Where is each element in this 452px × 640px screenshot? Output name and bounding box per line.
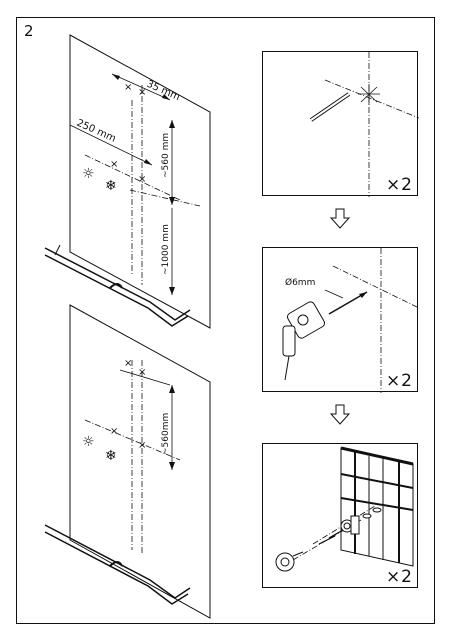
guide-horizontal xyxy=(84,154,181,201)
marking-illustration xyxy=(309,52,420,197)
mounting-illustration xyxy=(275,446,414,572)
svg-text:×: × xyxy=(110,426,118,437)
snowflake-icon: ❄ xyxy=(105,178,117,194)
step-number: 2 xyxy=(24,22,34,40)
svg-text:×: × xyxy=(138,440,146,451)
screw-icon xyxy=(318,529,344,545)
floor-trim xyxy=(44,247,191,321)
page-frame xyxy=(16,17,435,624)
mount-multiplier: ×2 xyxy=(385,567,413,587)
svg-text:×: × xyxy=(124,358,132,369)
wall-diagram-bottom: ~560mm × × × × ☼ ❄ xyxy=(44,304,211,619)
drilling-illustration xyxy=(282,248,420,393)
dim-height-upper-label: ~560 mm xyxy=(161,133,171,178)
bracket-icon xyxy=(340,515,360,535)
dim-spacing-label: 250 mm xyxy=(75,118,118,145)
dim-height-label: ~560mm xyxy=(161,413,171,455)
svg-text:×: × xyxy=(124,82,132,93)
panel-drilling: Ø6mm ×2 xyxy=(262,247,420,393)
svg-text:×: × xyxy=(138,367,146,378)
rosette-icon xyxy=(275,551,304,572)
panel-marking: ×2 xyxy=(262,51,420,197)
floor-trim xyxy=(44,524,191,599)
pipe-outlet xyxy=(109,283,123,289)
drill-diameter-label: Ø6mm xyxy=(285,278,316,288)
down-arrow-icon xyxy=(330,404,350,425)
sun-icon: ☼ xyxy=(82,166,95,182)
svg-text:×: × xyxy=(110,159,118,170)
panel-mounting: ×2 xyxy=(262,443,418,588)
radiator-icon xyxy=(340,446,414,567)
dim-offset-label: 35 mm xyxy=(145,79,182,103)
drill-multiplier: ×2 xyxy=(385,371,413,391)
dim-height-lower-label: ~1000 mm xyxy=(161,224,171,275)
mark-multiplier: ×2 xyxy=(385,175,413,195)
wall-outline xyxy=(69,304,211,619)
wall-plug-icon xyxy=(362,507,382,519)
svg-text:×: × xyxy=(138,87,146,98)
svg-text:×: × xyxy=(138,174,146,185)
sun-icon: ☼ xyxy=(82,434,95,450)
wall-outline xyxy=(69,34,211,329)
drill-icon xyxy=(282,301,326,381)
mark-cross-icon xyxy=(358,84,380,105)
down-arrow-icon xyxy=(330,208,350,229)
snowflake-icon: ❄ xyxy=(105,448,117,464)
wall-diagram-top: 35 mm 250 mm ~560 mm ~1000 mm × × × × ☼ … xyxy=(44,34,211,329)
pipe-outlet xyxy=(109,561,123,567)
